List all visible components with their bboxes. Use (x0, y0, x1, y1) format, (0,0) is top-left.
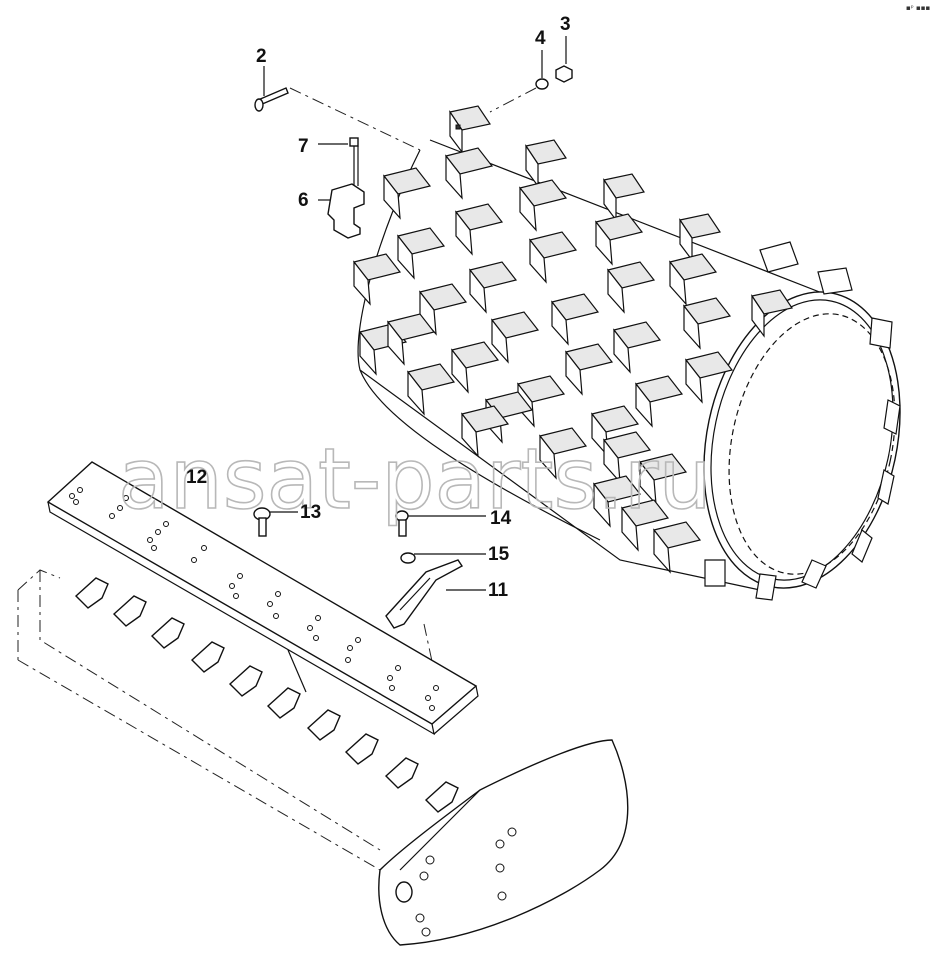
part-15-nut (400, 552, 486, 564)
callout-7: 7 (298, 136, 309, 157)
callout-3: 3 (560, 14, 571, 35)
callout-labels: 2 3 4 6 7 11 12 13 14 15 (186, 14, 571, 601)
callout-11: 11 (488, 580, 509, 601)
callout-2: 2 (256, 46, 267, 67)
padfoot-drum (352, 105, 901, 601)
scraper-bar-holes (69, 487, 439, 711)
part-11-slotted-plate (385, 559, 486, 681)
part-4-washer (489, 50, 549, 113)
part-3-nut (555, 36, 573, 83)
frame-teeth (74, 577, 459, 813)
callout-12: 12 (186, 467, 207, 488)
callout-15: 15 (488, 544, 510, 565)
part-6-clip (318, 183, 365, 239)
watermark: ansat-parts.ru (118, 430, 712, 528)
corner-mark: ▪ᵖ ▪▪▪ (906, 4, 930, 12)
callout-13: 13 (300, 502, 321, 523)
part-14-bolt (395, 510, 486, 537)
scraper-mount-frame (17, 569, 629, 946)
part-2-bolt (254, 66, 421, 151)
part-12-scraper-bar (46, 461, 479, 736)
callout-14: 14 (490, 508, 512, 529)
callout-4: 4 (535, 28, 546, 49)
part-13-bolt (253, 507, 298, 537)
callout-6: 6 (298, 190, 309, 211)
part-7-bolt (318, 137, 359, 186)
rim-pads (704, 241, 901, 601)
drum-pads (352, 105, 793, 574)
